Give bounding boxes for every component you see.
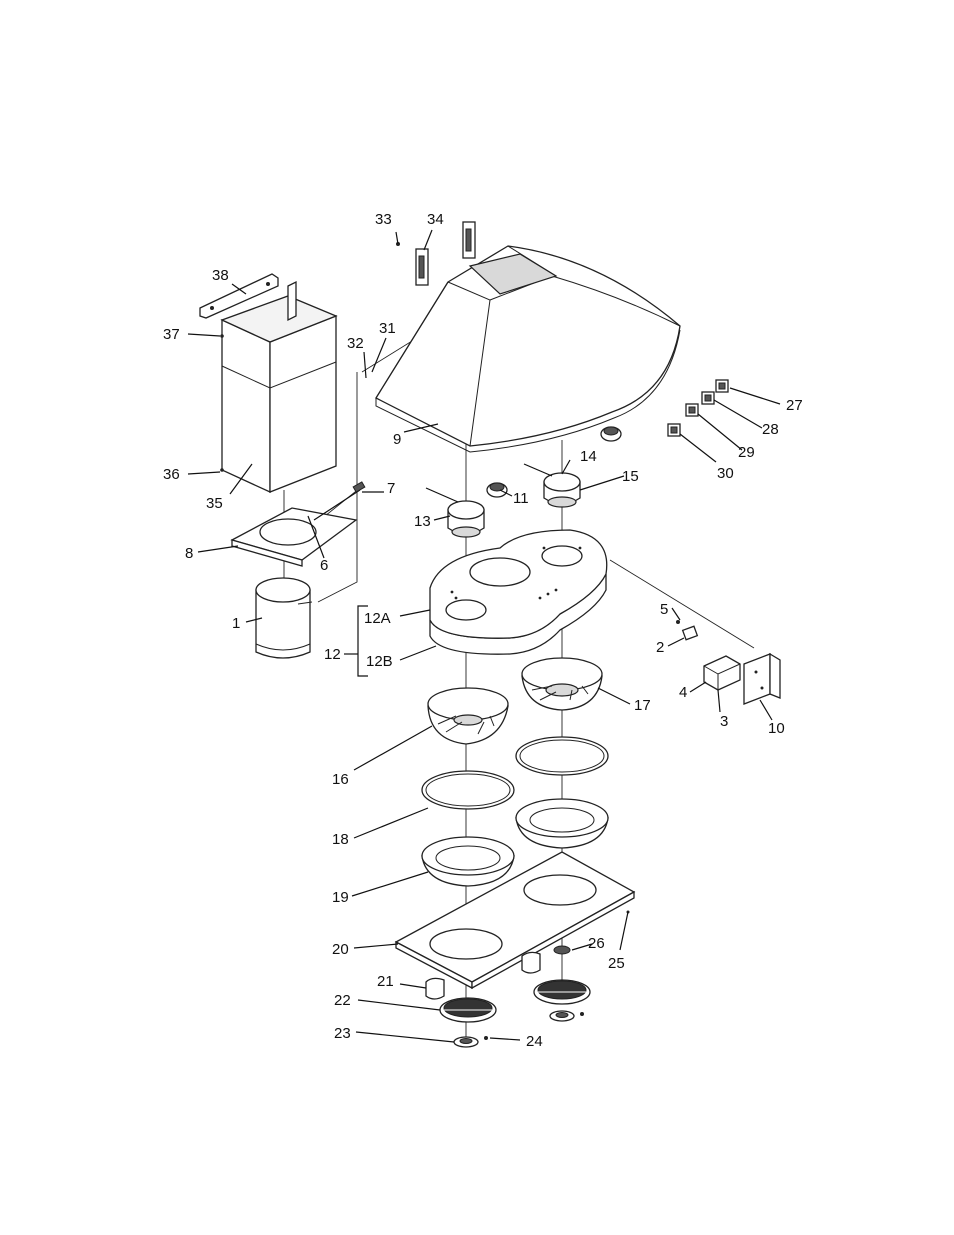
control-box [743,652,781,705]
control-knob-left [486,482,508,498]
blower-right [521,657,603,711]
label-18: 18 [332,831,349,848]
label-3: 3 [720,713,728,730]
label-23: 23 [334,1025,351,1042]
label-28: 28 [762,421,779,438]
label-30: 30 [717,465,734,482]
label-38: 38 [212,267,229,284]
label-7: 7 [387,480,395,497]
mounting-plate [230,507,358,567]
ring-right [515,798,609,849]
trim-ring-right [549,1010,575,1022]
transformer [703,655,741,691]
label-16: 16 [332,771,349,788]
gasket-left [421,770,515,810]
chimney-cover [220,280,338,494]
label-1: 1 [232,615,240,632]
label-10: 10 [768,720,785,737]
switch-29 [685,403,699,417]
ring-left [421,836,515,887]
gasket-right [515,736,609,776]
label-12: 12 [324,646,341,663]
label-5: 5 [660,601,668,618]
wall-bracket-right [462,221,476,259]
label-12b: 12B [366,653,393,670]
label-12a: 12A [364,610,391,627]
label-29: 29 [738,444,755,461]
label-25: 25 [608,955,625,972]
label-36: 36 [163,466,180,483]
label-6: 6 [320,557,328,574]
label-17: 17 [634,697,651,714]
switch-27 [715,379,729,393]
screw-24 [484,1036,488,1040]
label-27: 27 [786,397,803,414]
label-21: 21 [377,973,394,990]
trim-ring-left [453,1036,479,1048]
bottom-panel [394,851,636,990]
label-34: 34 [427,211,444,228]
lens-cover-left [439,997,497,1023]
capacitor [681,625,699,641]
motor-left [425,487,485,538]
bulb-right [553,945,571,955]
label-31: 31 [379,320,396,337]
hood-canopy [375,245,681,453]
label-24: 24 [526,1033,543,1050]
label-13: 13 [414,513,431,530]
label-26: 26 [588,935,605,952]
duct-collar [255,577,313,659]
label-22: 22 [334,992,351,1009]
label-32: 32 [347,335,364,352]
leader-lines [187,229,781,1043]
label-9: 9 [393,431,401,448]
lens-cover-right [533,979,591,1005]
label-20: 20 [332,941,349,958]
wall-bracket-left [415,248,429,286]
label-35: 35 [206,495,223,512]
lamp-holder-right [521,951,541,974]
part-labels: 33 34 38 37 31 32 27 28 9 29 14 36 30 15… [163,211,803,1050]
chimney-bracket [199,273,279,319]
label-33: 33 [375,211,392,228]
label-4: 4 [679,684,687,701]
motor-housing [429,529,608,655]
screw-5 [676,620,680,624]
screw-24b [580,1012,584,1016]
label-37: 37 [163,326,180,343]
switch-28 [701,391,715,405]
control-knob-right [600,426,622,442]
label-14: 14 [580,448,597,465]
label-19: 19 [332,889,349,906]
label-11: 11 [513,490,529,507]
bracket-12 [357,605,368,677]
motor-right [523,463,581,508]
label-2: 2 [656,639,664,656]
switch-30 [667,423,681,437]
power-cord [313,481,366,521]
label-8: 8 [185,545,193,562]
lamp-holder-left [425,977,445,1000]
blower-left [427,687,509,745]
label-15: 15 [622,468,639,485]
